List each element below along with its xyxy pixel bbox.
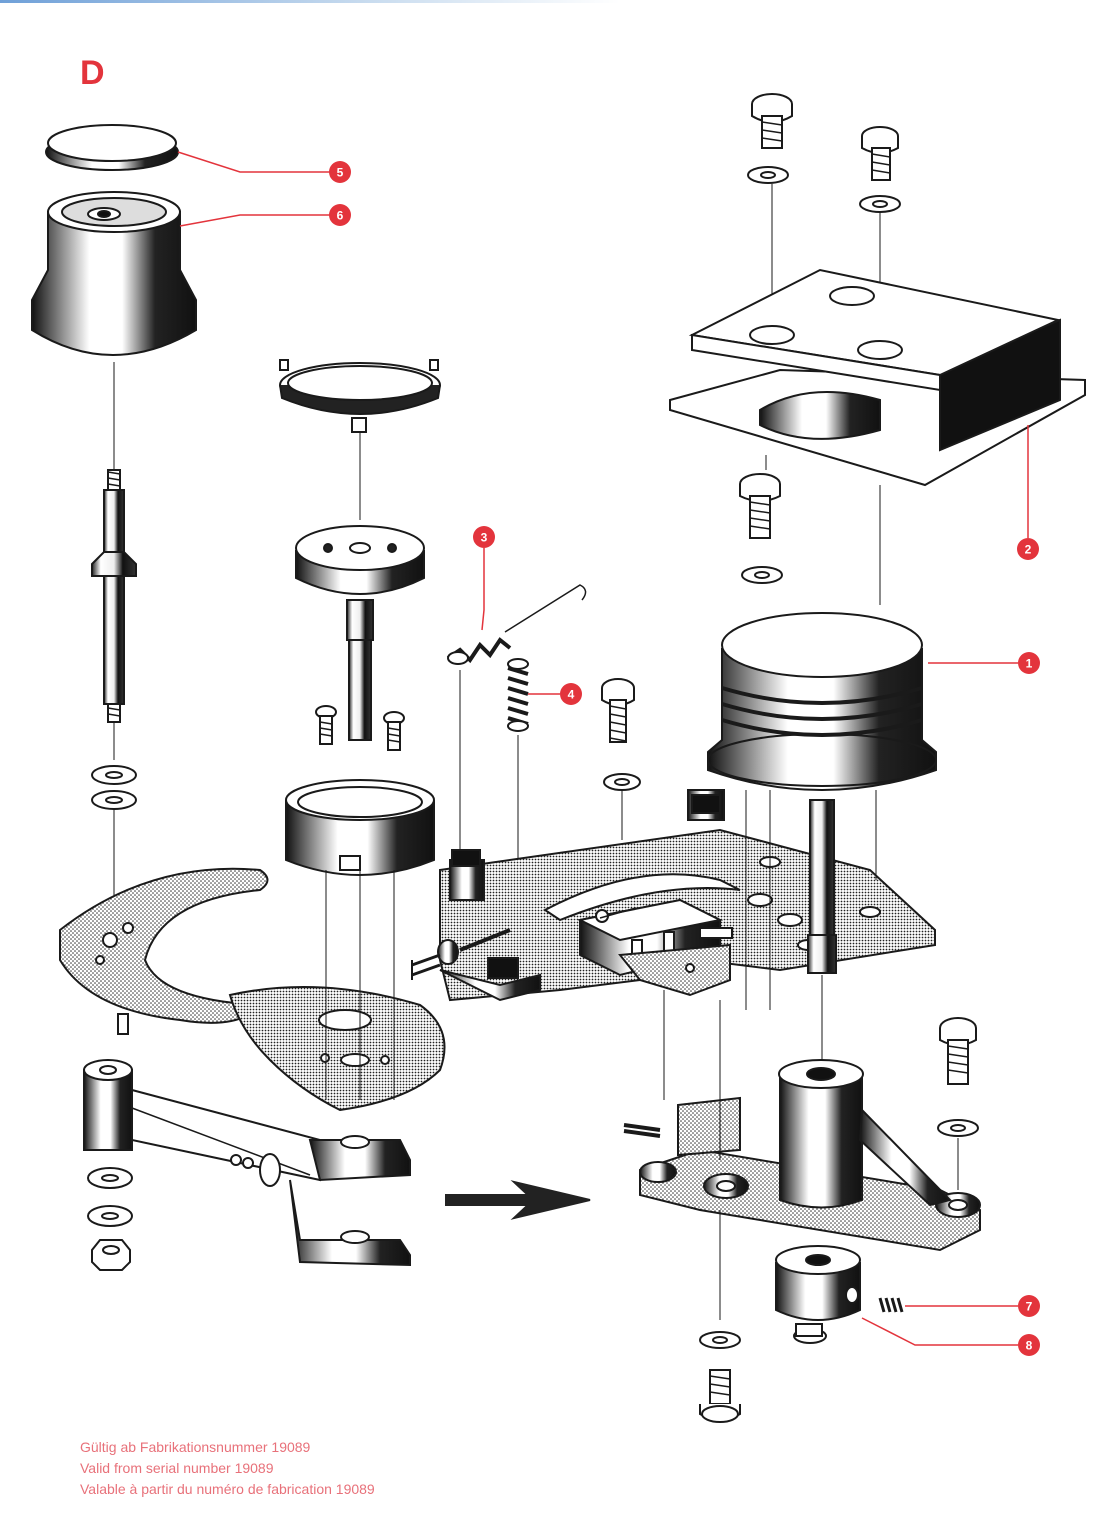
center-screw bbox=[602, 679, 640, 790]
bracket-spring bbox=[624, 1125, 660, 1136]
footer-line-fr: Valable à partir du numéro de fabricatio… bbox=[80, 1479, 375, 1500]
set-screw bbox=[880, 1298, 902, 1312]
serial-validity-note: Gültig ab Fabrikationsnummer 19089 Valid… bbox=[80, 1437, 375, 1500]
svg-text:3: 3 bbox=[481, 531, 488, 545]
svg-text:8: 8 bbox=[1026, 1339, 1033, 1353]
top-plate-assembly bbox=[670, 270, 1085, 485]
callout-3: 3 bbox=[473, 526, 495, 548]
footer-line-de: Gültig ab Fabrikationsnummer 19089 bbox=[80, 1437, 375, 1458]
callout-4: 4 bbox=[560, 683, 582, 705]
collar bbox=[776, 1246, 860, 1343]
washer-upper-left bbox=[92, 766, 136, 809]
bottom-screw bbox=[700, 1332, 740, 1422]
pivot-bracket bbox=[640, 1060, 980, 1250]
svg-text:4: 4 bbox=[568, 688, 575, 702]
footer-line-en: Valid from serial number 19089 bbox=[80, 1458, 375, 1479]
callout-7: 7 bbox=[1018, 1295, 1040, 1317]
knob-cap bbox=[46, 125, 178, 170]
cam-disc bbox=[296, 526, 424, 740]
callout-5: 5 bbox=[329, 161, 351, 183]
svg-text:7: 7 bbox=[1026, 1300, 1033, 1314]
dotted-disc bbox=[230, 987, 445, 1110]
switch-bracket bbox=[620, 945, 730, 995]
callout-8: 8 bbox=[1018, 1334, 1040, 1356]
sleeve-ring bbox=[286, 780, 434, 875]
svg-text:2: 2 bbox=[1025, 543, 1032, 557]
callout-6: 6 bbox=[329, 204, 351, 226]
small-screw-b bbox=[384, 712, 404, 750]
retaining-ring bbox=[280, 360, 440, 432]
small-screw-a bbox=[316, 706, 336, 744]
callout-1: 1 bbox=[1018, 652, 1040, 674]
right-screw bbox=[938, 1018, 978, 1136]
long-tension-spring bbox=[448, 585, 586, 664]
knob bbox=[30, 192, 196, 355]
section-letter-overlay: D bbox=[80, 54, 105, 93]
short-spring bbox=[508, 659, 528, 731]
hex-nut bbox=[92, 1240, 130, 1270]
spindle-shaft bbox=[92, 470, 136, 722]
svg-text:5: 5 bbox=[337, 166, 344, 180]
svg-text:1: 1 bbox=[1026, 657, 1033, 671]
top-screw-right bbox=[860, 127, 900, 212]
direction-arrow bbox=[446, 1182, 590, 1218]
top-screw-left bbox=[748, 94, 792, 183]
mid-screw-right bbox=[740, 474, 782, 583]
callout-2: 2 bbox=[1017, 538, 1039, 560]
washer-lower-left bbox=[88, 1168, 132, 1226]
svg-text:6: 6 bbox=[337, 209, 344, 223]
